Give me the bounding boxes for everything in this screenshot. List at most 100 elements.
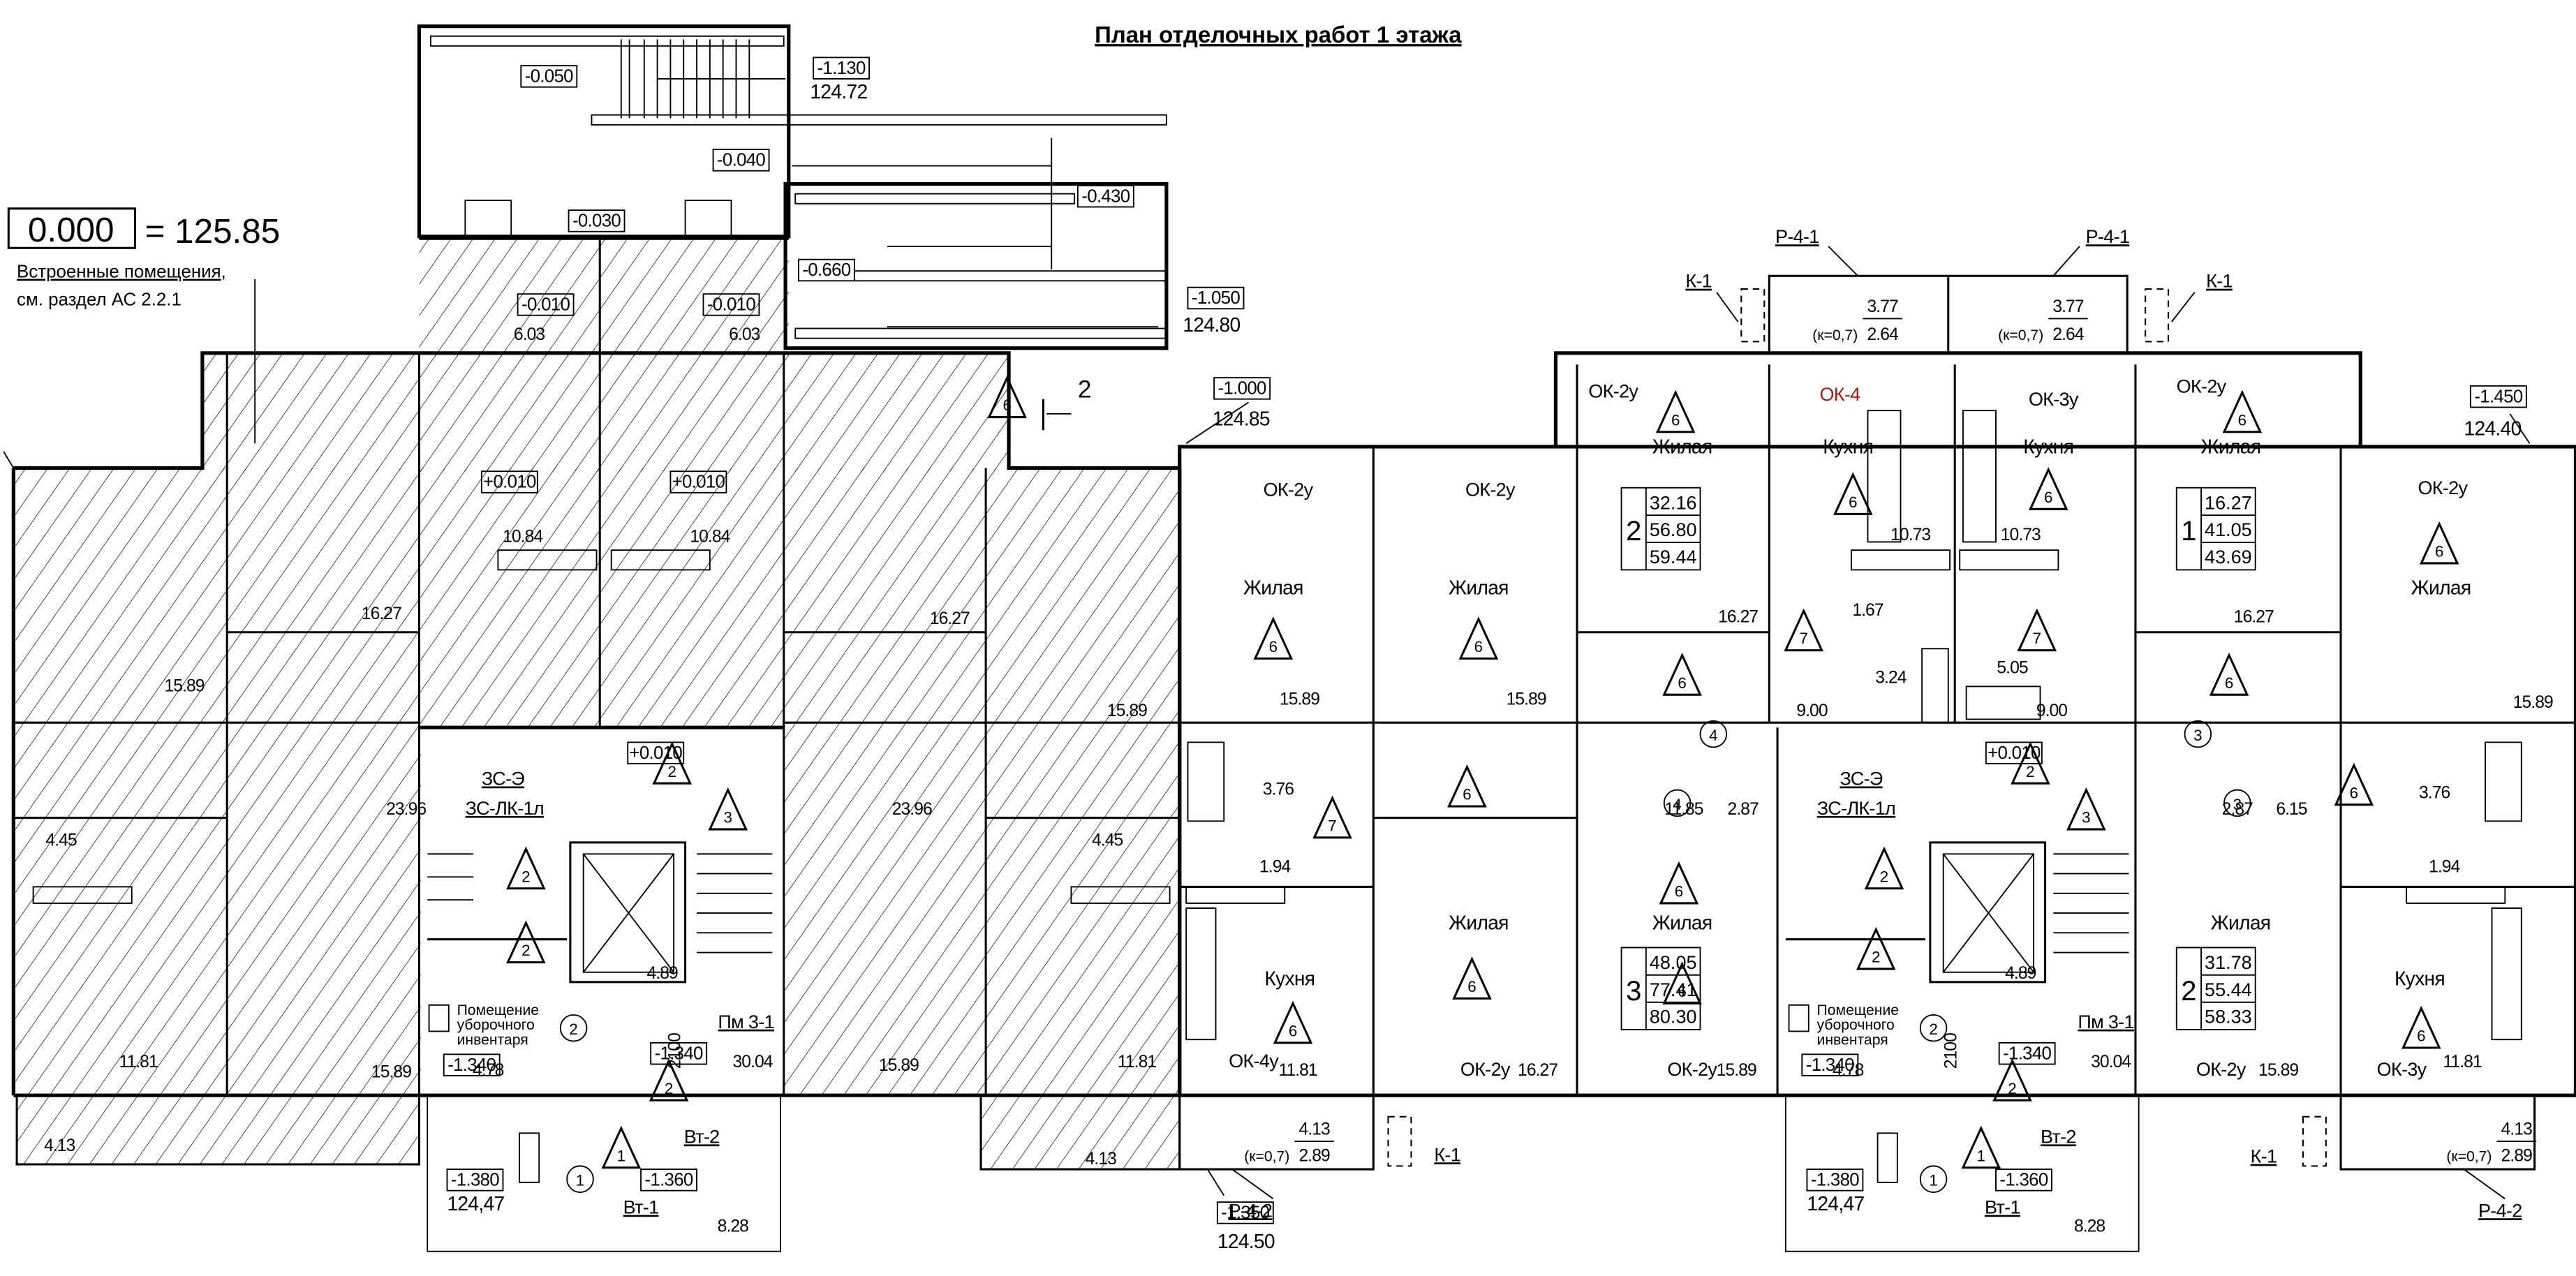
room-area: 16.27	[930, 609, 970, 628]
room-area: 3.76	[1263, 780, 1294, 799]
window-mark: ОК-2у	[1264, 479, 1314, 500]
apartment-living-area: 32.16	[1650, 492, 1697, 513]
window-mark: ОК-2у	[2177, 376, 2227, 396]
finish-type-triangle-icon	[1856, 926, 1896, 970]
absolute-elevation: 124.40	[2464, 417, 2521, 439]
hatched-built-in-premises	[13, 238, 1180, 1170]
element-tag: Вт-1	[1985, 1197, 2020, 1218]
level-mark: -0.430	[1081, 186, 1130, 206]
room-area: 30.04	[2091, 1053, 2131, 1071]
room-area: 16.27	[362, 604, 401, 623]
level-mark: -1.340	[655, 1044, 703, 1063]
balcony-coefficient: (к=0,7)	[1812, 327, 1858, 343]
element-tag: ЗС-ЛК-1л	[466, 798, 544, 819]
marker-circle-icon	[559, 1014, 588, 1042]
datum-level-value: 0.000	[28, 211, 114, 249]
window-mark: ОК-3у	[2377, 1059, 2427, 1080]
room-area: 15.89	[1107, 702, 1147, 720]
level-mark-box	[1801, 1053, 1859, 1076]
room-area: 10.73	[1890, 526, 1930, 544]
element-tag: Р-4-2	[1229, 1200, 1273, 1221]
section-marker: 2	[1042, 376, 1091, 431]
room-area: 4.13	[1086, 1150, 1116, 1169]
room-area: 2.87	[1728, 800, 1759, 819]
drawing-title: План отделочных работ 1 этажа	[1095, 22, 1462, 47]
room-area: 15.89	[879, 1056, 919, 1075]
level-mark-box	[446, 1169, 504, 1192]
room-name: Жилая	[1243, 577, 1303, 599]
finish-type-triangle-icon	[2011, 741, 2050, 785]
element-tag: Пм 3-1	[718, 1011, 773, 1032]
window-mark: ОК-2у	[2418, 477, 2468, 498]
finish-type-number: 6	[2044, 489, 2052, 506]
room-area: 1.94	[1259, 857, 1290, 876]
finish-type-number: 6	[2238, 411, 2246, 429]
finish-type-triangle-icon	[506, 920, 546, 964]
marker-number: 1	[1929, 1172, 1937, 1189]
finish-type-triangle-icon	[1864, 846, 1904, 890]
finish-type-number: 2	[521, 942, 530, 959]
finish-type-triangle-icon	[1961, 1125, 2001, 1169]
level-mark: -1.380	[451, 1171, 499, 1190]
window-mark: ОК-3у	[2029, 389, 2079, 410]
balcony-coefficient: (к=0,7)	[1244, 1148, 1289, 1164]
balcony-coefficient: (к=0,7)	[2446, 1148, 2492, 1164]
room-area: 15.89	[2258, 1061, 2298, 1080]
room-area: 1.94	[2429, 857, 2459, 876]
room-area: 5.05	[1997, 659, 2027, 678]
level-mark-box	[480, 470, 538, 494]
level-mark-box	[2469, 385, 2527, 408]
apartment-total-with-balcony: 58.33	[2205, 1007, 2252, 1028]
finish-type-number: 6	[2417, 1028, 2425, 1045]
room-name: Жилая	[1449, 912, 1509, 934]
finish-type-triangle-icon	[1662, 961, 1702, 1004]
room-area: 30.04	[733, 1053, 773, 1071]
finish-type-number: 2	[668, 763, 676, 780]
annotation-labels: -0.050-1.130-0.040-0.430-0.030-0.660-1.0…	[44, 57, 2554, 1252]
marker-circle-icon	[1919, 1014, 1948, 1042]
room-area: 6.03	[729, 325, 760, 344]
finish-type-number: 6	[1002, 396, 1011, 414]
finish-type-number: 6	[1678, 674, 1686, 692]
finish-type-number: 3	[724, 809, 732, 826]
element-tag: Р-4-1	[2086, 226, 2130, 247]
room-name: Жилая	[2411, 577, 2471, 599]
level-mark: -1.130	[817, 59, 866, 78]
room-area: 11.81	[1278, 1061, 1317, 1080]
finish-type-triangle-icon	[506, 846, 546, 890]
room-area: 4.78	[1833, 1061, 1863, 1080]
finish-type-triangle-icon	[2334, 762, 2374, 806]
marker-circle-icon	[2223, 789, 2251, 817]
apartment-room-count: 2	[2181, 976, 2196, 1007]
finish-type-triangle-icon	[1253, 616, 1294, 660]
level-mark: -1.360	[645, 1171, 693, 1190]
absolute-elevation: 124.72	[810, 80, 867, 103]
finish-type-number: 6	[1671, 411, 1680, 429]
element-tag: ЗС-Э	[482, 769, 524, 789]
apartment-area-table	[1620, 947, 1701, 1031]
finish-type-number: 2	[2008, 1080, 2016, 1097]
datum-absolute: = 125.85	[145, 212, 281, 251]
room-area: 16.27	[1718, 608, 1758, 627]
finish-type-number: 2	[665, 1080, 673, 1097]
apartment-total-area: 41.05	[2205, 519, 2252, 540]
level-mark-box	[568, 209, 626, 232]
apartment-living-area: 16.27	[2205, 492, 2252, 513]
balcony-area: 3.77	[1867, 297, 1898, 316]
finish-type-triangle-icon	[1662, 653, 1702, 696]
utility-room-label-1: Помещение	[1817, 1002, 1900, 1018]
apartment-total-area: 56.80	[1650, 519, 1697, 540]
room-area: 10.73	[2001, 526, 2041, 544]
finish-type-number: 2	[2026, 763, 2034, 780]
room-area: 1.67	[1852, 601, 1883, 620]
level-mark: -0.010	[521, 295, 570, 315]
level-mark-box	[650, 1041, 708, 1065]
element-tag: ЗС-ЛК-1л	[1817, 798, 1895, 819]
utility-room-label-3: инвентаря	[1817, 1032, 1888, 1048]
absolute-elevation: 124,47	[447, 1192, 504, 1215]
finish-type-triangle-icon	[1447, 764, 1487, 808]
element-tag: Р-4-2	[2478, 1200, 2522, 1221]
finish-type-number: 7	[1800, 630, 1808, 647]
room-name: Жилая	[1652, 912, 1712, 934]
room-area: 15.89	[164, 676, 204, 695]
